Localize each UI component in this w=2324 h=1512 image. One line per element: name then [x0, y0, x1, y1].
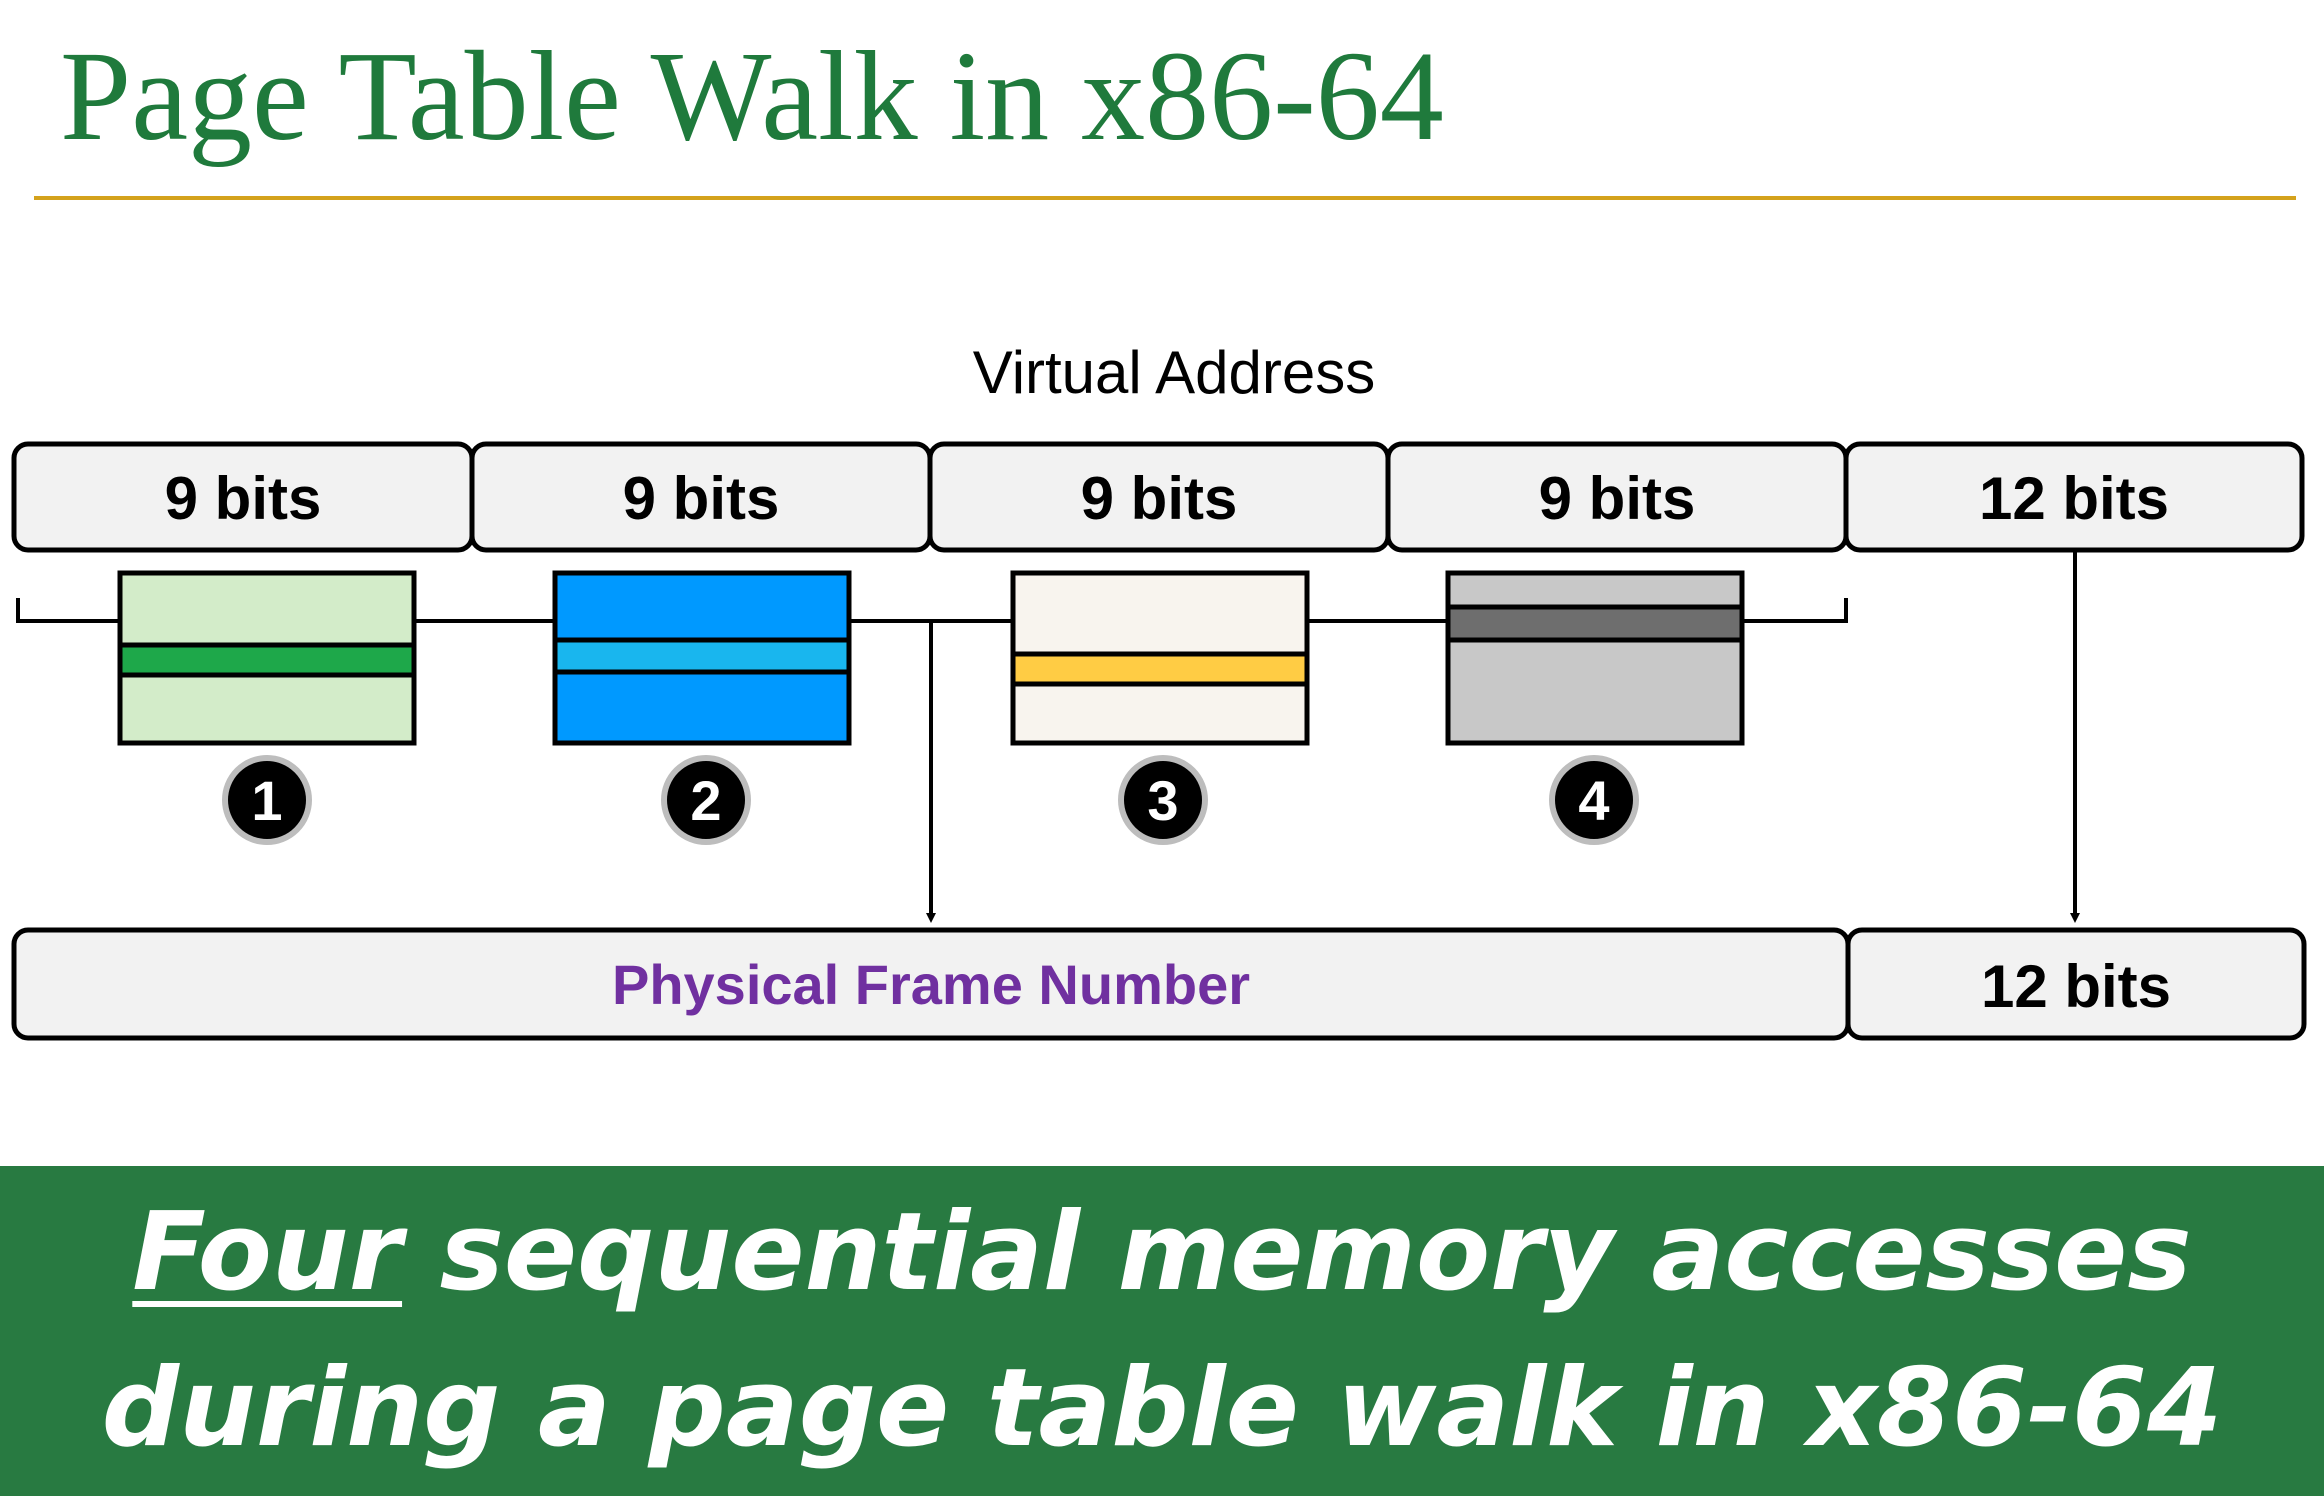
- step-number: 2: [690, 769, 721, 832]
- virtual-address-fields: 9 bits 9 bits 9 bits 9 bits 12 bits: [11, 441, 2305, 553]
- va-field-label: 9 bits: [1539, 465, 1696, 532]
- physical-offset-box: 12 bits: [1845, 927, 2307, 1041]
- step-badge-1: 1: [222, 755, 312, 845]
- slide-title: Page Table Walk in x86-64: [60, 25, 1444, 167]
- physical-frame-number-label: Physical Frame Number: [612, 953, 1250, 1016]
- step-number: 1: [251, 769, 282, 832]
- virtual-address-label: Virtual Address: [973, 339, 1375, 406]
- step-badge-3: 3: [1118, 755, 1208, 845]
- takeaway-line-1-rest: sequential memory accesses: [402, 1190, 2192, 1315]
- va-field-label: 12 bits: [1979, 465, 2169, 532]
- va-field-4: 9 bits: [1385, 441, 1849, 553]
- va-field-label: 9 bits: [623, 465, 780, 532]
- step-badge-2: 2: [661, 755, 751, 845]
- page-table-level-2: [552, 570, 852, 746]
- page-table-level-4: [1445, 570, 1745, 746]
- title-underline: [34, 196, 2296, 200]
- takeaway-emphasis: Four: [132, 1190, 403, 1315]
- page-table-level-1: [117, 570, 417, 746]
- page-table-level-3: [1010, 570, 1310, 746]
- va-field-offset: 12 bits: [1843, 441, 2305, 553]
- va-field-label: 9 bits: [1081, 465, 1238, 532]
- takeaway-banner: Four sequential memory accesses during a…: [0, 1166, 2324, 1496]
- va-field-2: 9 bits: [469, 441, 933, 553]
- va-field-1: 9 bits: [11, 441, 475, 553]
- physical-frame-number-box: Physical Frame Number: [11, 927, 1851, 1041]
- step-badge-4: 4: [1549, 755, 1639, 845]
- takeaway-line-1: Four sequential memory accesses: [132, 1175, 2191, 1331]
- takeaway-line-2: during a page table walk in x86-64: [101, 1346, 2223, 1471]
- step-number: 3: [1147, 769, 1178, 832]
- va-field-3: 9 bits: [927, 441, 1391, 553]
- va-field-label: 9 bits: [165, 465, 322, 532]
- physical-offset-label: 12 bits: [1981, 953, 2171, 1020]
- step-number: 4: [1578, 769, 1609, 832]
